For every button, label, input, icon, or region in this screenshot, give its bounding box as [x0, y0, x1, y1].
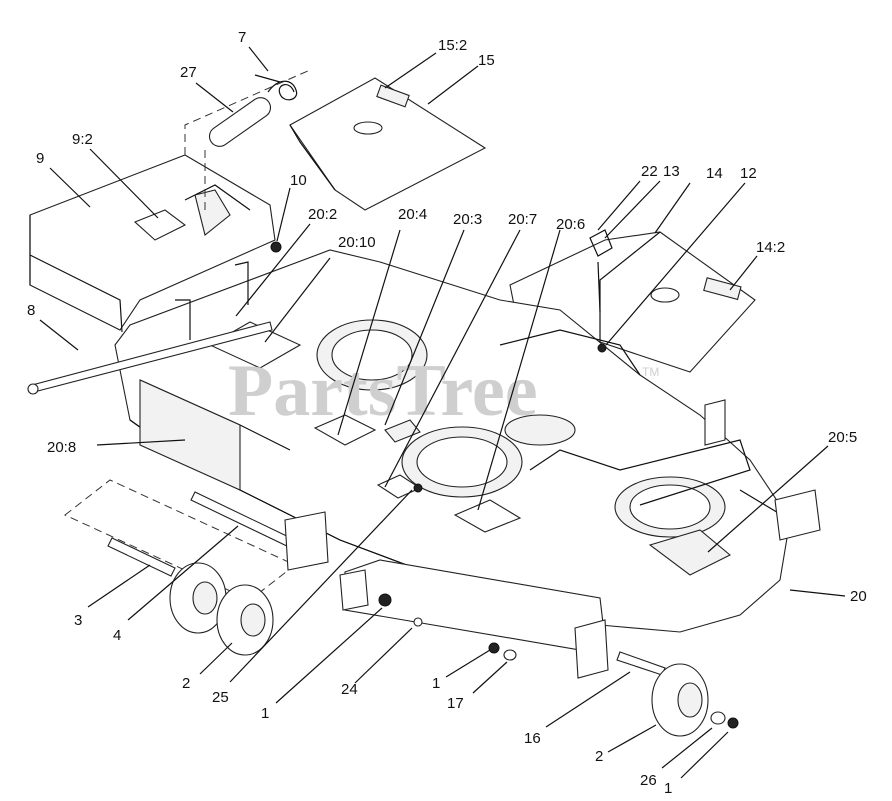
rear-axle-bracket-part: [339, 559, 666, 679]
front-bracket-part: [284, 511, 329, 571]
side-decal-part: [139, 379, 241, 491]
callout-15: 15: [478, 52, 495, 69]
callout-13: 13: [663, 163, 680, 180]
callout-4: 4: [113, 627, 121, 644]
watermark-tm: TM: [642, 365, 659, 379]
callout-20: 20: [850, 588, 867, 605]
hardware-part: [270, 241, 739, 729]
right-side-bracket-part: [774, 489, 821, 541]
callout-labels: 7 27 15:2 15 9:2 9 10 20:2 20:4 20:3 20:…: [27, 29, 867, 797]
belt-cover-part: [29, 154, 276, 333]
callout-9-2: 9:2: [72, 131, 93, 148]
discharge-decal-part: [648, 529, 731, 576]
belt-cover-decal-part: [133, 209, 187, 241]
callout-26: 26: [640, 772, 657, 789]
callout-22: 22: [641, 163, 658, 180]
mower-deck-housing-part: [114, 249, 791, 633]
callout-7: 7: [238, 29, 246, 46]
callout-25: 25: [212, 689, 229, 706]
callout-20-8: 20:8: [47, 439, 76, 456]
front-wheel-right-part: [216, 584, 274, 656]
callout-20-10: 20:10: [338, 234, 376, 251]
callout-20-2: 20:2: [308, 206, 337, 223]
watermark-text: PartsTree: [228, 350, 538, 432]
pivot-rod-part: [27, 321, 273, 395]
leader-lines: [39, 46, 846, 779]
callout-14: 14: [706, 165, 723, 182]
callout-17: 17: [447, 695, 464, 712]
callout-14-2: 14:2: [756, 239, 785, 256]
callout-2-front: 2: [182, 675, 190, 692]
idler-spring-part: [184, 69, 311, 215]
callout-1-wheel: 1: [664, 780, 672, 797]
callout-20-4: 20:4: [398, 206, 427, 223]
callout-20-3: 20:3: [453, 211, 482, 228]
callout-16: 16: [524, 730, 541, 747]
callout-1-front: 1: [261, 705, 269, 722]
callout-27: 27: [180, 64, 197, 81]
callout-15-2: 15:2: [438, 37, 467, 54]
callout-9: 9: [36, 150, 44, 167]
callout-8: 8: [27, 302, 35, 319]
rear-wheel-part: [651, 663, 709, 737]
callout-20-5: 20:5: [828, 429, 857, 446]
callout-20-6: 20:6: [556, 216, 585, 233]
callout-3: 3: [74, 612, 82, 629]
callout-10: 10: [290, 172, 307, 189]
callout-2-rear: 2: [595, 748, 603, 765]
belt-shield-part: [289, 77, 487, 211]
callout-20-7: 20:7: [508, 211, 537, 228]
callout-1-rear: 1: [432, 675, 440, 692]
callout-12: 12: [740, 165, 757, 182]
callout-24: 24: [341, 681, 358, 698]
